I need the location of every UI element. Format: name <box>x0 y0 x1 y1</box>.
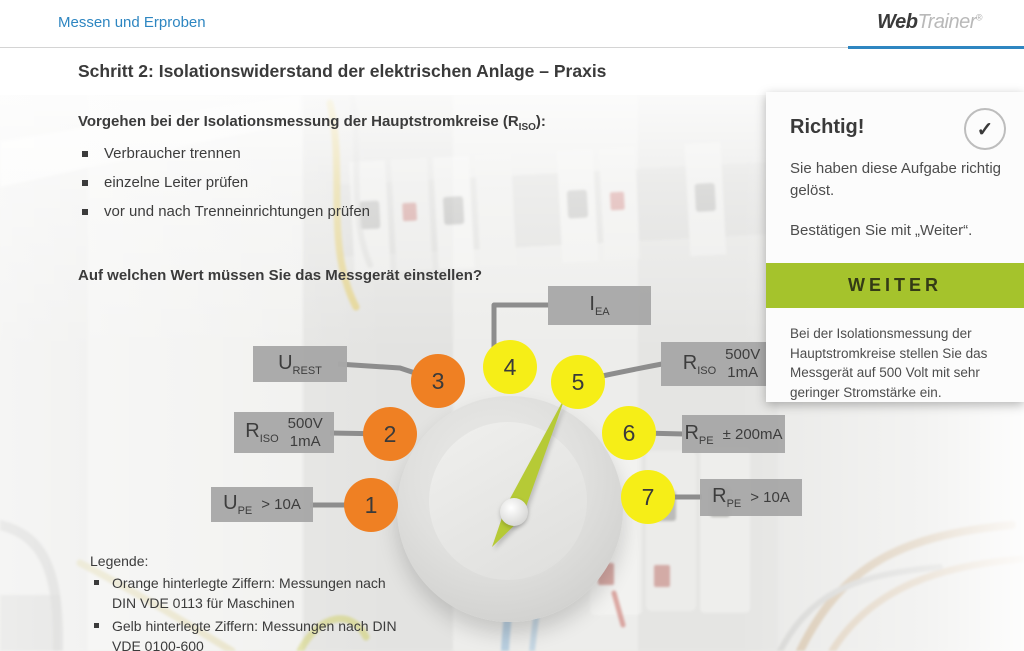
logo-web-text: Web <box>877 11 918 33</box>
top-bar: Messen und Erproben WebTrainer® <box>0 0 1024 48</box>
intro-block: Vorgehen bei der Isolationsmessung der H… <box>78 113 546 232</box>
weiter-button[interactable]: WEITER <box>766 263 1024 308</box>
legend-block: Legende: Orange hinterlegte Ziffern: Mes… <box>90 553 400 651</box>
option-circle-5[interactable]: 5 <box>551 355 605 409</box>
option-circle-3[interactable]: 3 <box>411 354 465 408</box>
option-circle-6[interactable]: 6 <box>602 406 656 460</box>
question-text: Auf welchen Wert müssen Sie das Messgerä… <box>78 267 483 284</box>
feedback-line1: Sie haben diese Aufgabe richtig gelöst. <box>790 160 1001 199</box>
option-circle-2[interactable]: 2 <box>363 407 417 461</box>
check-icon: ✓ <box>964 108 1006 150</box>
page-title: Schritt 2: Isolationswiderstand der elek… <box>78 61 607 81</box>
intro-bullet-list: Verbraucher trennen einzelne Leiter prüf… <box>78 145 546 220</box>
option-label-4: IEA <box>548 286 651 325</box>
intro-heading: Vorgehen bei der Isolationsmessung der H… <box>78 113 546 133</box>
legend-list: Orange hinterlegte Ziffern: Messungen na… <box>90 573 400 651</box>
option-label-1: UPE > 10A <box>211 487 313 522</box>
option-label-7: RPE > 10A <box>700 479 802 516</box>
list-item: Orange hinterlegte Ziffern: Messungen na… <box>90 573 400 614</box>
feedback-panel: Richtig! ✓ Sie haben diese Aufgabe richt… <box>766 92 1024 402</box>
feedback-explanation: Bei der Isolationsmessung der Hauptstrom… <box>790 326 988 400</box>
dial-knob-inner <box>429 422 587 580</box>
list-item: Gelb hinterlegte Ziffern: Messungen nach… <box>90 616 400 651</box>
option-label-3: UREST <box>253 346 347 382</box>
legend-heading: Legende: <box>90 553 149 569</box>
list-item: vor und nach Trenneinrichtungen prüfen <box>78 203 546 220</box>
logo-accent-underline <box>848 46 1024 49</box>
breadcrumb-link[interactable]: Messen und Erproben <box>58 14 206 31</box>
list-item: Verbraucher trennen <box>78 145 546 162</box>
option-circle-7[interactable]: 7 <box>621 470 675 524</box>
logo-trainer-text: Trainer <box>917 11 976 33</box>
feedback-line2: Bestätigen Sie mit „Weiter“. <box>790 222 973 239</box>
option-circle-4[interactable]: 4 <box>483 340 537 394</box>
registered-mark: ® <box>975 12 983 23</box>
list-item: einzelne Leiter prüfen <box>78 174 546 191</box>
dial-knob <box>397 396 623 622</box>
feedback-title: Richtig! <box>790 116 865 138</box>
webtrainer-logo: WebTrainer® <box>877 11 982 34</box>
option-circle-1[interactable]: 1 <box>344 478 398 532</box>
option-label-6: RPE ± 200mA <box>682 415 785 453</box>
title-bar: Schritt 2: Isolationswiderstand der elek… <box>0 49 1024 95</box>
